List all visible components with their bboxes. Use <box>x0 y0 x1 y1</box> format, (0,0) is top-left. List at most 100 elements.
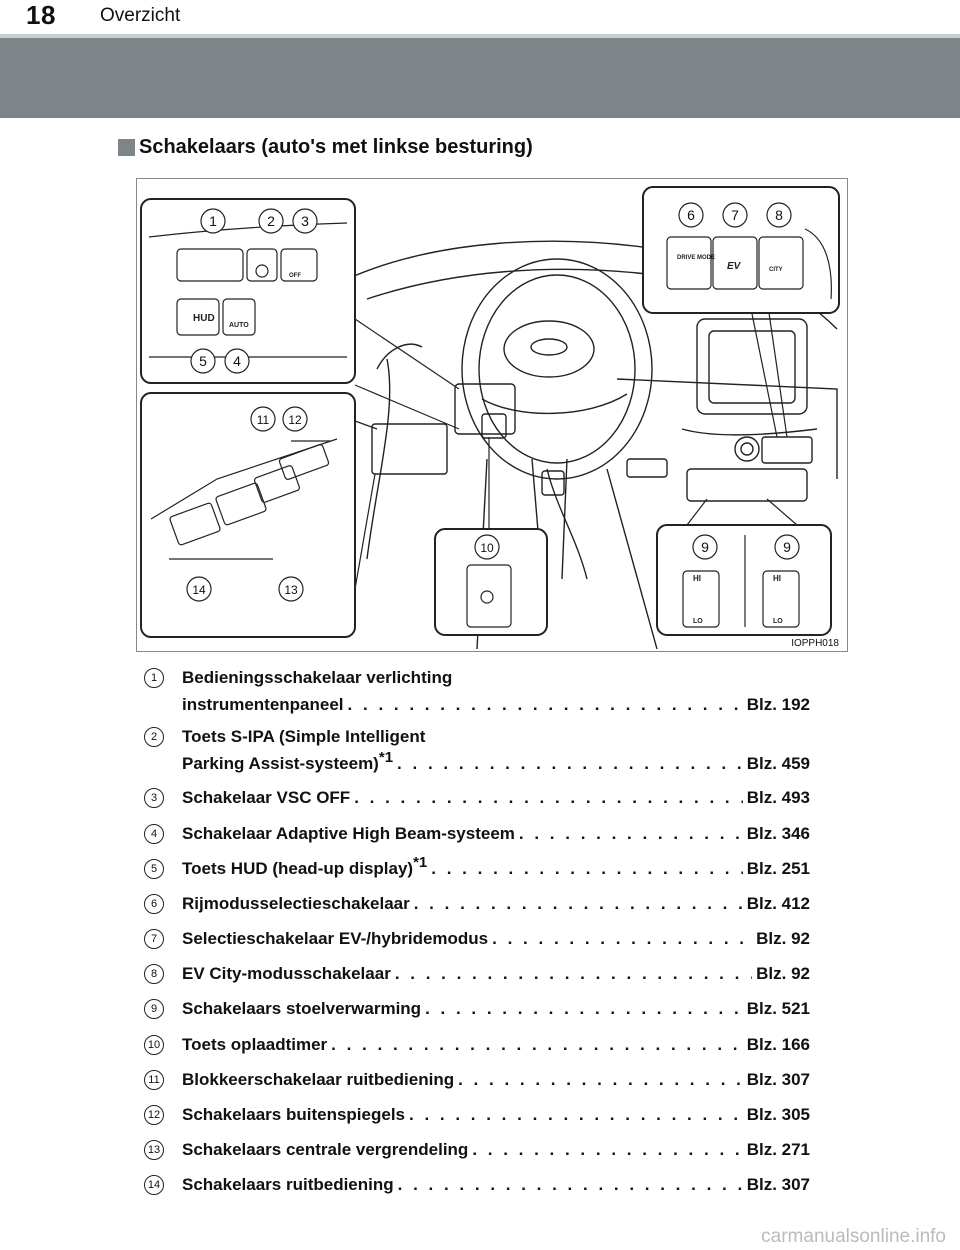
panel-seat-heater: HI LO HI LO <box>656 524 832 636</box>
hud-label: HUD <box>193 313 215 324</box>
item-number: 14 <box>144 1175 164 1195</box>
item-label: Schakelaars centrale vergrendeling <box>182 1140 469 1159</box>
leader-dots <box>409 1101 743 1128</box>
section-marker-icon <box>118 139 135 156</box>
figure-code: IOPPH018 <box>789 638 841 649</box>
header-divider <box>0 34 960 38</box>
callout-5: 5 <box>199 353 207 369</box>
leader-dots <box>519 820 743 847</box>
panel-charge-timer <box>434 528 548 636</box>
panel-lighting-switches: HUD AUTO OFF <box>140 198 356 384</box>
chapter-title: Overzicht <box>100 5 181 26</box>
item-label: Schakelaars ruitbediening <box>182 1175 394 1194</box>
auto-label: AUTO <box>229 322 249 329</box>
callout-1: 1 <box>209 213 217 229</box>
item-number: 13 <box>144 1140 164 1160</box>
item-page-ref: Blz. 92 <box>756 964 810 983</box>
item-page-ref: Blz. 251 <box>746 859 810 878</box>
item-label: Blokkeerschakelaar ruitbediening <box>182 1070 455 1089</box>
item-label: Toets HUD (head-up display) <box>182 859 414 878</box>
header-band <box>0 38 960 118</box>
item-page-ref: Blz. 271 <box>746 1140 810 1159</box>
item-label-line1: Bedieningsschakelaar verlichting <box>182 668 453 687</box>
callout-14: 14 <box>192 583 206 597</box>
item-label: Schakelaars buitenspiegels <box>182 1105 405 1124</box>
item-label-line1: Toets S-IPA (Simple Intelligent <box>182 727 426 746</box>
seat-heater-lo-left: LO <box>693 618 703 625</box>
section-title: Schakelaars (auto's met linkse besturing… <box>139 136 533 158</box>
item-number: 8 <box>144 964 164 984</box>
leader-dots <box>354 784 743 811</box>
footnote-marker: *1 <box>378 749 394 766</box>
callout-9-left: 9 <box>701 539 709 555</box>
leader-dots <box>492 925 752 952</box>
leader-dots <box>331 1031 743 1058</box>
callout-11: 11 <box>257 413 270 427</box>
callout-4: 4 <box>233 353 241 369</box>
item-label: Schakelaars stoelverwarming <box>182 999 422 1018</box>
item-number: 9 <box>144 999 164 1019</box>
leader-dots <box>425 995 743 1022</box>
section-heading: Schakelaars (auto's met linkse besturing… <box>118 136 533 159</box>
item-label: Schakelaar Adaptive High Beam-systeem <box>182 824 515 843</box>
item-page-ref: Blz. 166 <box>746 1035 810 1054</box>
callout-12: 12 <box>288 413 302 427</box>
leader-dots <box>458 1066 743 1093</box>
leader-dots <box>395 960 752 987</box>
item-number: 1 <box>144 668 164 688</box>
leader-dots <box>398 1171 743 1198</box>
page-number: 18 <box>26 0 56 30</box>
seat-heater-hi-left: HI <box>693 574 701 583</box>
watermark: carmanualsonline.info <box>761 1226 946 1247</box>
item-page-ref: Blz. 92 <box>756 929 810 948</box>
callout-6: 6 <box>687 207 695 223</box>
callout-2: 2 <box>267 213 275 229</box>
item-page-ref: Blz. 305 <box>746 1105 810 1124</box>
leader-dots <box>397 750 743 777</box>
drive-mode-label: DRIVE MODE <box>677 255 715 261</box>
item-number: 2 <box>144 727 164 747</box>
item-label: Parking Assist-systeem) <box>182 754 379 773</box>
item-label: Toets oplaadtimer <box>182 1035 328 1054</box>
leader-dots <box>348 691 743 718</box>
leader-dots <box>414 890 743 917</box>
item-number: 6 <box>144 894 164 914</box>
ev-label: EV <box>727 261 742 272</box>
item-label: Selectieschakelaar EV-/hybridemodus <box>182 929 489 948</box>
item-label: Rijmodusselectieschakelaar <box>182 894 410 913</box>
item-label: Schakelaar VSC OFF <box>182 788 351 807</box>
item-number: 4 <box>144 824 164 844</box>
item-number: 7 <box>144 929 164 949</box>
item-page-ref: Blz. 521 <box>746 999 810 1018</box>
item-number: 10 <box>144 1035 164 1055</box>
leader-dots <box>472 1136 742 1163</box>
item-page-ref: Blz. 307 <box>746 1175 810 1194</box>
seat-heater-lo-right: LO <box>773 618 783 625</box>
item-page-ref: Blz. 192 <box>746 695 810 714</box>
item-page-ref: Blz. 307 <box>746 1070 810 1089</box>
callout-8: 8 <box>775 207 783 223</box>
item-number: 11 <box>144 1070 164 1090</box>
callout-3: 3 <box>301 213 309 229</box>
leader-dots <box>431 855 742 882</box>
dashboard-drawing: HUD AUTO OFF <box>140 186 840 650</box>
item-page-ref: Blz. 459 <box>746 754 810 773</box>
item-label: EV City-modusschakelaar <box>182 964 391 983</box>
item-page-ref: Blz. 412 <box>746 894 810 913</box>
item-label: instrumentenpaneel <box>182 695 344 714</box>
off-label: OFF <box>289 273 301 279</box>
item-page-ref: Blz. 493 <box>746 788 810 807</box>
switches-illustration: HUD AUTO OFF <box>136 178 848 652</box>
page-header: 18 Overzicht <box>0 0 960 34</box>
callout-10: 10 <box>480 541 494 555</box>
panel-door-switches <box>140 392 356 638</box>
callout-9-right: 9 <box>783 539 791 555</box>
seat-heater-hi-right: HI <box>773 574 781 583</box>
city-label: CITY <box>769 267 783 273</box>
item-number: 12 <box>144 1105 164 1125</box>
item-number: 5 <box>144 859 164 879</box>
footnote-marker: *1 <box>413 854 428 871</box>
callout-13: 13 <box>284 583 298 597</box>
item-number: 3 <box>144 788 164 808</box>
callout-7: 7 <box>731 207 739 223</box>
